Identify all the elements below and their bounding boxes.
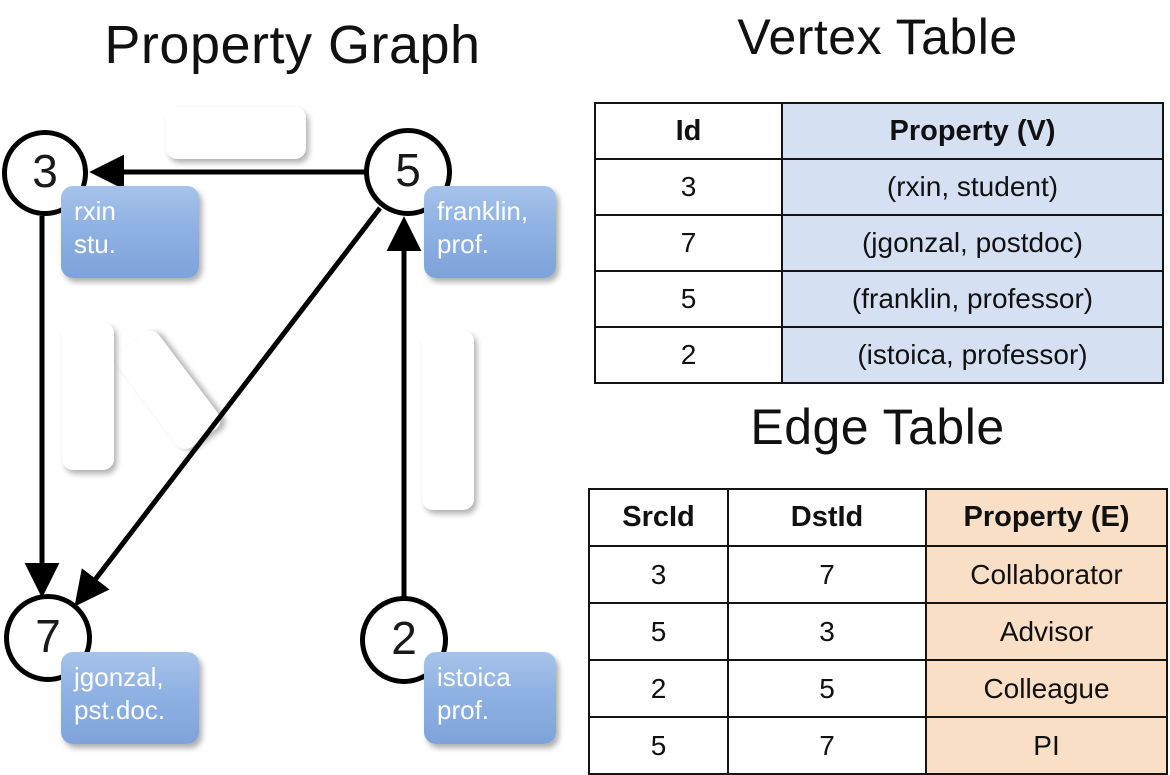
edge-srcid-cell: 3 [588, 545, 729, 604]
edge-property-cell: Advisor [925, 602, 1168, 661]
vertex-property-line-1: franklin, [437, 196, 529, 226]
graph-node-5[interactable]: 5 [364, 128, 452, 216]
edge-property-cell: PI [925, 716, 1168, 775]
edge-srcid-cell: 5 [588, 716, 729, 775]
edge-dstid-cell: 7 [727, 716, 927, 775]
vertex-id-cell: 7 [594, 214, 783, 272]
vertex-table-header-id: Id [594, 102, 783, 160]
vertex-property-box-3: rxin stu. [61, 186, 199, 278]
table-row: 5 7 PI [588, 716, 1168, 775]
table-row: 3 7 Collaborator [588, 545, 1168, 604]
graph-node-7-label: 7 [35, 610, 61, 662]
vertex-id-cell: 5 [594, 270, 783, 328]
vertex-property-line-1: jgonzal, [74, 662, 164, 692]
edge-srcid-cell: 5 [588, 602, 729, 661]
edge-label-pi: PI [148, 370, 189, 409]
table-row: 5 (franklin, professor) [594, 270, 1164, 328]
table-header-row: Id Property (V) [594, 102, 1164, 160]
table-row: 7 (jgonzal, postdoc) [594, 214, 1164, 272]
edge-line-5-to-7 [74, 206, 382, 607]
vertex-property-line-1: rxin [74, 196, 116, 226]
graph-node-2[interactable]: 2 [360, 596, 448, 684]
vertex-property-box-7: jgonzal, pst.doc. [61, 652, 199, 744]
graph-node-5-label: 5 [395, 144, 421, 196]
edge-label-colleague: Colleague [433, 359, 464, 481]
page-title-vertex-table: Vertex Table [737, 9, 1018, 65]
table-header-row: SrcId DstId Property (E) [588, 488, 1168, 547]
graph-node-2-label: 2 [391, 612, 417, 664]
edge-table: SrcId DstId Property (E) 3 7 Collaborato… [588, 488, 1168, 775]
edge-dstid-cell: 7 [727, 545, 927, 604]
edge-label-box-collab: Collab. [62, 322, 114, 470]
table-row: 2 5 Colleague [588, 659, 1168, 718]
vertex-property-cell: (rxin, student) [781, 158, 1164, 216]
vertex-property-line-2: pst.doc. [74, 695, 166, 725]
property-graph-panel: Property Graph 3 5 7 2 rxin stu. frankli… [0, 0, 585, 760]
vertex-property-cell: (franklin, professor) [781, 270, 1164, 328]
edge-table-header-srcid: SrcId [588, 488, 729, 547]
page-title-edge-table: Edge Table [750, 399, 1005, 455]
vertex-property-cell: (jgonzal, postdoc) [781, 214, 1164, 272]
edge-dstid-cell: 5 [727, 659, 927, 718]
edge-label-box-advisor: Advisor [166, 107, 306, 159]
vertex-property-line-1: istoica [437, 662, 511, 692]
edge-dstid-cell: 3 [727, 602, 927, 661]
vertex-table-header-property: Property (V) [781, 102, 1164, 160]
vertex-property-line-2: prof. [437, 229, 490, 259]
vertex-table: Id Property (V) 3 (rxin, student) 7 (jgo… [594, 102, 1164, 384]
edge-label-box-colleague: Colleague [422, 330, 474, 510]
table-row: 3 (rxin, student) [594, 158, 1164, 216]
vertex-property-line-2: prof. [437, 695, 490, 725]
page-title-property-graph: Property Graph [104, 15, 481, 75]
vertex-property-cell: (istoica, professor) [781, 326, 1164, 384]
graph-edge-lines [24, 154, 422, 607]
edge-srcid-cell: 2 [588, 659, 729, 718]
edge-table-header-property: Property (E) [925, 488, 1168, 547]
vertex-property-line-2: stu. [74, 229, 116, 259]
edge-label-collab: Collab. [73, 353, 104, 439]
table-row: 5 3 Advisor [588, 602, 1168, 661]
edge-table-header-dstid: DstId [727, 488, 927, 547]
vertex-property-box-5: franklin, prof. [424, 186, 556, 278]
graph-node-3-label: 3 [32, 145, 58, 197]
vertex-id-cell: 2 [594, 326, 783, 384]
vertex-property-box-2: istoica prof. [424, 652, 556, 744]
edge-property-cell: Colleague [925, 659, 1168, 718]
vertex-id-cell: 3 [594, 158, 783, 216]
edge-label-advisor: Advisor [190, 117, 282, 148]
table-row: 2 (istoica, professor) [594, 326, 1164, 384]
edge-property-cell: Collaborator [925, 545, 1168, 604]
